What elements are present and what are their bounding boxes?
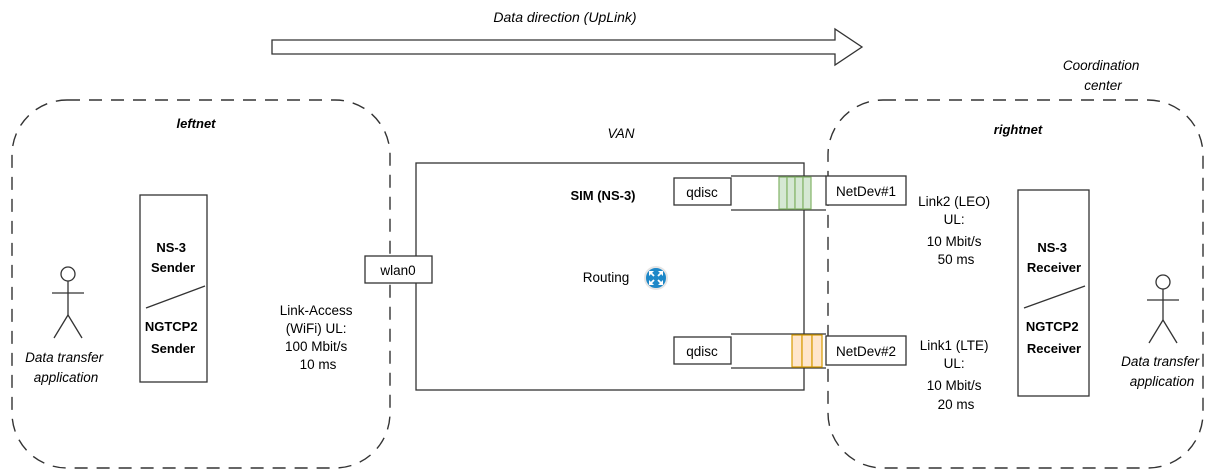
rightnet-title: rightnet bbox=[994, 122, 1043, 137]
sim-label: SIM (NS-3) bbox=[571, 188, 636, 203]
van-title: VAN bbox=[607, 126, 634, 141]
qdisc-top-label: qdisc bbox=[686, 185, 718, 200]
wlan0-interface bbox=[364, 255, 433, 284]
person-icon-right bbox=[1147, 274, 1179, 344]
coordination-center-label: Coordination center bbox=[1063, 58, 1143, 93]
sender-ns3-label: NS-3 Sender bbox=[151, 240, 195, 275]
netdev2-interface bbox=[825, 335, 907, 366]
sender-divider bbox=[145, 285, 206, 309]
receiver-ngtcp2-label: NGTCP2 Receiver bbox=[1026, 319, 1082, 356]
qdisc-bottom bbox=[673, 336, 732, 365]
direction-label: Data direction (UpLink) bbox=[493, 9, 636, 25]
access-link-label: Link-Access (WiFi) UL: 100 Mbit/s 10 ms bbox=[280, 303, 357, 372]
netdev1-interface bbox=[825, 175, 907, 206]
direction-arrow bbox=[271, 27, 864, 67]
receiver-divider bbox=[1023, 285, 1086, 309]
netdev1-label: NetDev#1 bbox=[836, 184, 896, 199]
link2-label: Link2 (LEO) UL: 10 Mbit/s 50 ms bbox=[918, 194, 994, 267]
receiver-box bbox=[1017, 189, 1090, 397]
right-app-label: Data transfer application bbox=[1121, 354, 1203, 389]
qdisc-bottom-label: qdisc bbox=[686, 344, 718, 359]
lte-queue-packets bbox=[791, 334, 823, 368]
sender-ngtcp2-label: NGTCP2 Sender bbox=[145, 319, 201, 356]
routing-label: Routing bbox=[583, 270, 630, 285]
receiver-ns3-label: NS-3 Receiver bbox=[1027, 240, 1081, 275]
link1-label: Link1 (LTE) UL: 10 Mbit/s 20 ms bbox=[920, 338, 993, 412]
router-icon bbox=[644, 266, 668, 290]
leo-queue bbox=[731, 175, 826, 211]
person-icon-left bbox=[52, 266, 84, 339]
leo-queue-packets bbox=[778, 176, 812, 210]
wlan0-label: wlan0 bbox=[379, 263, 415, 278]
rightnet-region bbox=[827, 99, 1204, 469]
netdev2-label: NetDev#2 bbox=[836, 344, 896, 359]
qdisc-top bbox=[673, 177, 732, 206]
leftnet-region bbox=[11, 99, 391, 469]
sender-box bbox=[139, 194, 208, 383]
lte-queue bbox=[731, 333, 826, 369]
leftnet-title: leftnet bbox=[177, 116, 217, 131]
left-app-label: Data transfer application bbox=[25, 350, 107, 385]
